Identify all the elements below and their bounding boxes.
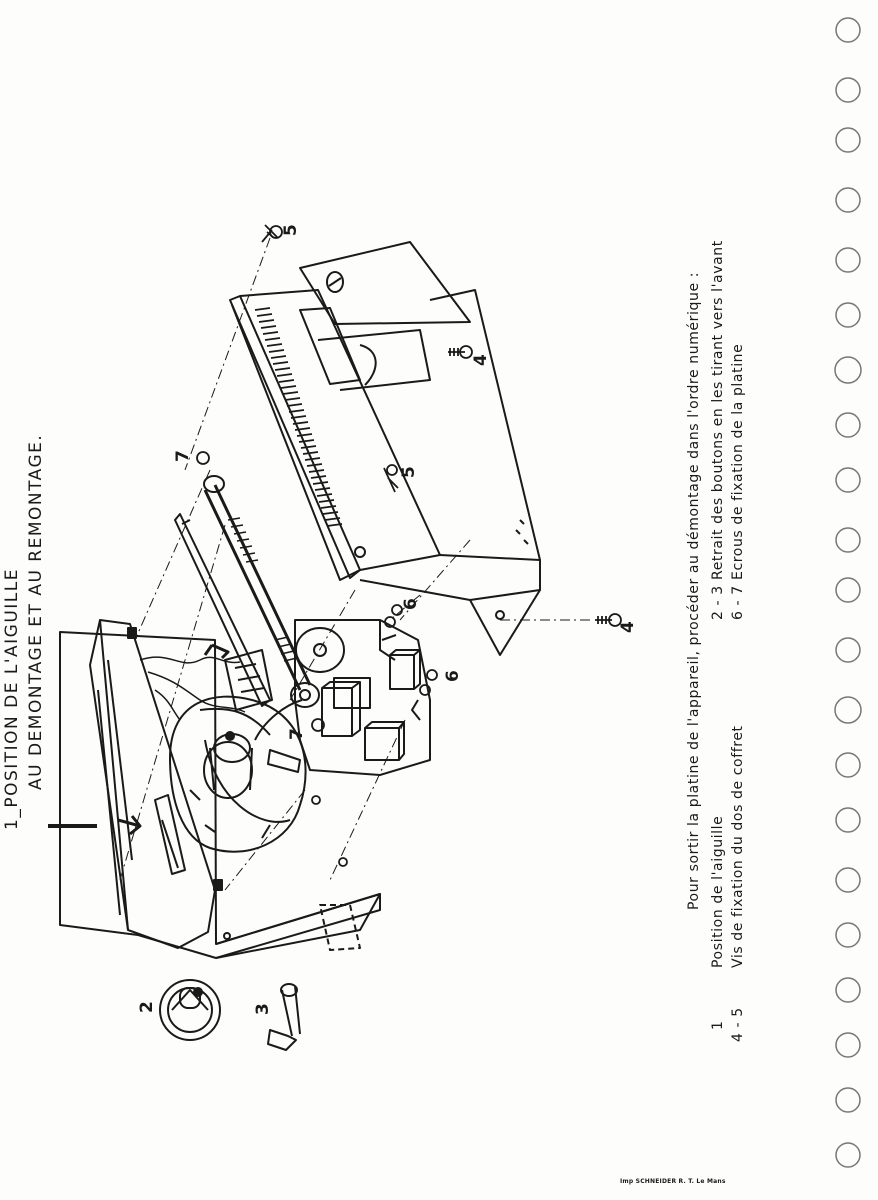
callout-4-top: 4 — [471, 354, 491, 366]
callout-4-bottom: 4 — [618, 621, 638, 633]
callout-6-bottom: 6 — [443, 670, 463, 682]
rear-housing — [229, 241, 541, 656]
callout-7-bottom: 7 — [287, 728, 307, 740]
legend-num-2: 4 - 5 — [730, 1007, 746, 1042]
legend-text-4: Ecrous de fixation de la platine — [730, 343, 746, 580]
assembly-lines — [119, 237, 590, 891]
legend-num-1: 1 — [710, 1020, 726, 1030]
legend-num-4: 6 - 7 — [730, 585, 746, 620]
legend-num-3: 2 - 3 — [710, 585, 726, 620]
turntable-platter — [169, 695, 307, 853]
instruction-text: Pour sortir la platine de l'appareil, pr… — [686, 271, 702, 910]
callout-7-top: 7 — [173, 450, 193, 462]
knob-3 — [267, 983, 301, 1051]
callout-2: 2 — [137, 1001, 157, 1013]
callout-3: 3 — [253, 1003, 273, 1015]
callout-numbers: 2 3 4 4 5 5 6 6 7 7 — [137, 224, 638, 1015]
legend-text-3: Retrait des boutons en les tirant vers l… — [710, 240, 726, 580]
callout-5-middle: 5 — [399, 466, 419, 478]
callout-5-top: 5 — [281, 224, 301, 236]
front-panel — [59, 619, 381, 959]
screws — [196, 224, 622, 867]
title-line-2: AU DEMONTAGE ET AU REMONTAGE. — [26, 433, 46, 790]
circuit-board — [294, 619, 431, 776]
title-line-1: 1_POSITION DE L'AIGUILLE — [2, 568, 22, 830]
knob-2 — [159, 979, 221, 1041]
binder-holes — [834, 17, 862, 1168]
callout-6-top: 6 — [401, 598, 421, 610]
legend-text-2: Vis de fixation du dos de coffret — [730, 725, 746, 968]
legend-text-1: Position de l'aiguille — [710, 815, 726, 968]
printer-imprint: Imp SCHNEIDER R. T. Le Mans — [620, 1178, 726, 1185]
